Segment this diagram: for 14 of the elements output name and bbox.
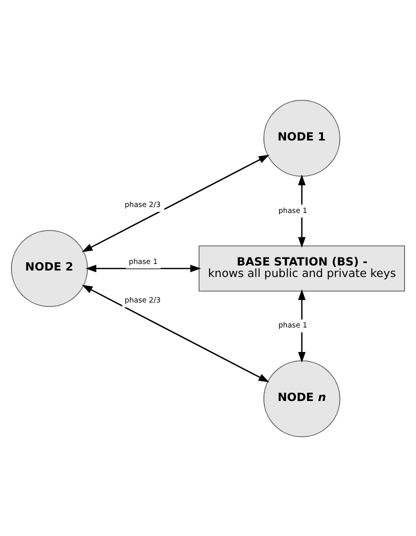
edge-label: phase 1	[128, 256, 158, 266]
edge-label: phase 1	[278, 205, 308, 214]
edge-label: phase 2/3	[124, 200, 161, 209]
node-box: BASE STATION (BS) - knows all public and private keys	[198, 244, 405, 292]
edge-label: phase 1	[278, 320, 308, 330]
arrow	[298, 174, 306, 248]
arrow	[82, 154, 270, 252]
edge-label: phase 2/3	[124, 295, 161, 304]
arrow	[82, 284, 270, 382]
node-circle: NODE 1	[263, 99, 340, 176]
arrow	[86, 264, 201, 272]
node-circle: NODE 2	[11, 230, 88, 306]
arrow	[298, 288, 306, 362]
node-circle: NODE n	[263, 360, 340, 437]
